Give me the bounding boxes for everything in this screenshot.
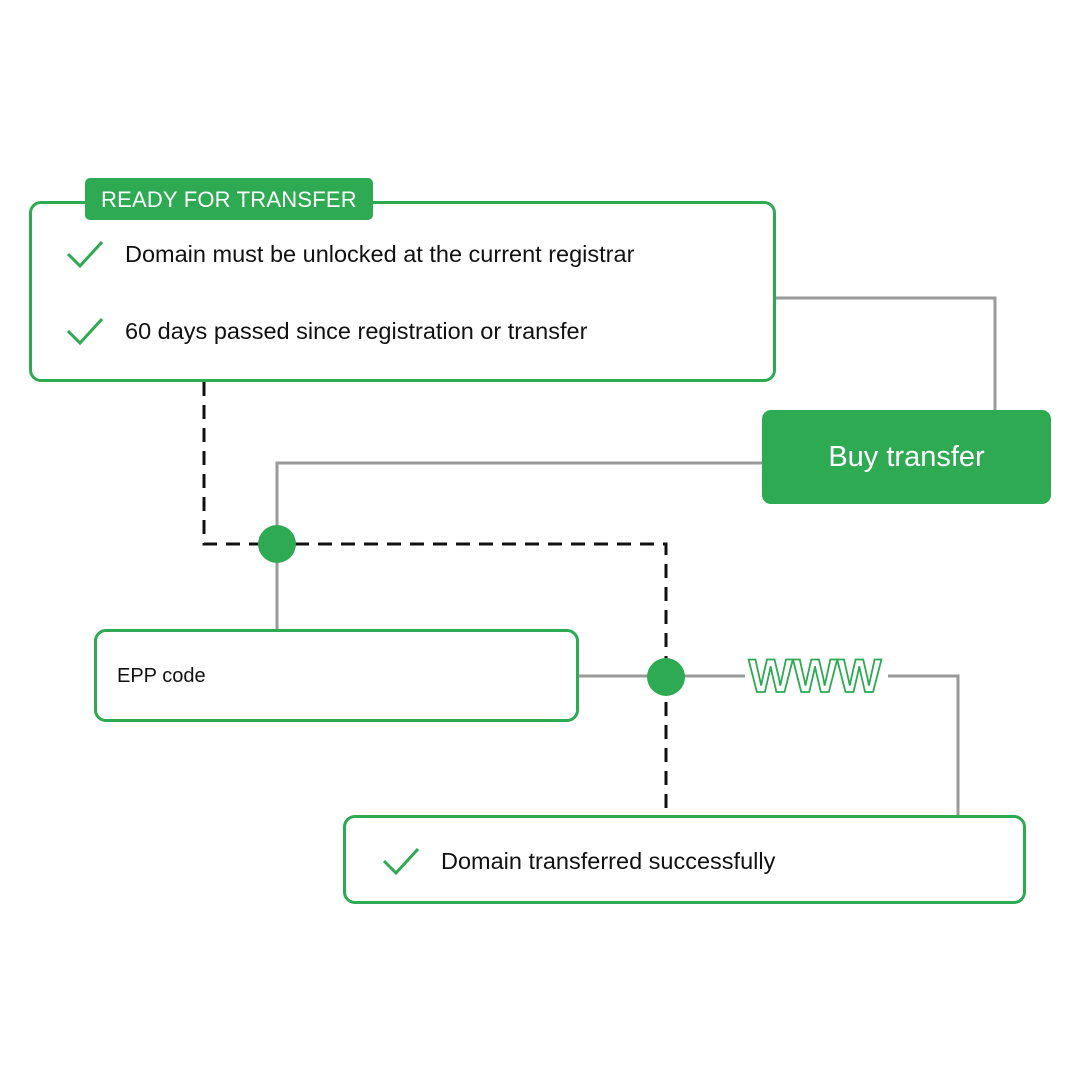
check-icon — [66, 317, 104, 346]
transfer-success-item: Domain transferred successfully — [381, 845, 775, 877]
requirement-label: 60 days passed since registration or tra… — [125, 317, 588, 344]
junction-node-upper — [258, 525, 296, 563]
requirement-60-days: 60 days passed since registration or tra… — [65, 315, 587, 347]
connector-ready-to-buy — [776, 296, 997, 410]
buy-transfer-button[interactable]: Buy transfer — [762, 410, 1051, 504]
epp-code-box: EPP code — [94, 629, 579, 722]
transfer-success-label: Domain transferred successfully — [441, 847, 776, 874]
junction-node-lower — [647, 658, 685, 696]
ready-for-transfer-box: Domain must be unlocked at the current r… — [29, 201, 776, 382]
requirement-unlocked: Domain must be unlocked at the current r… — [65, 238, 634, 270]
connector-buy-to-junction — [275, 461, 762, 629]
requirement-label: Domain must be unlocked at the current r… — [125, 240, 635, 267]
connector-www-to-result — [888, 674, 960, 815]
check-icon — [382, 847, 420, 876]
transfer-success-box: Domain transferred successfully — [343, 815, 1026, 904]
www-icon: WWW — [748, 652, 884, 700]
epp-code-label: EPP code — [117, 665, 206, 687]
ready-for-transfer-badge: READY FOR TRANSFER — [85, 178, 373, 220]
svg-text:WWW: WWW — [748, 652, 882, 700]
check-icon — [66, 240, 104, 269]
dashed-path-ready-to-result — [202, 382, 668, 815]
